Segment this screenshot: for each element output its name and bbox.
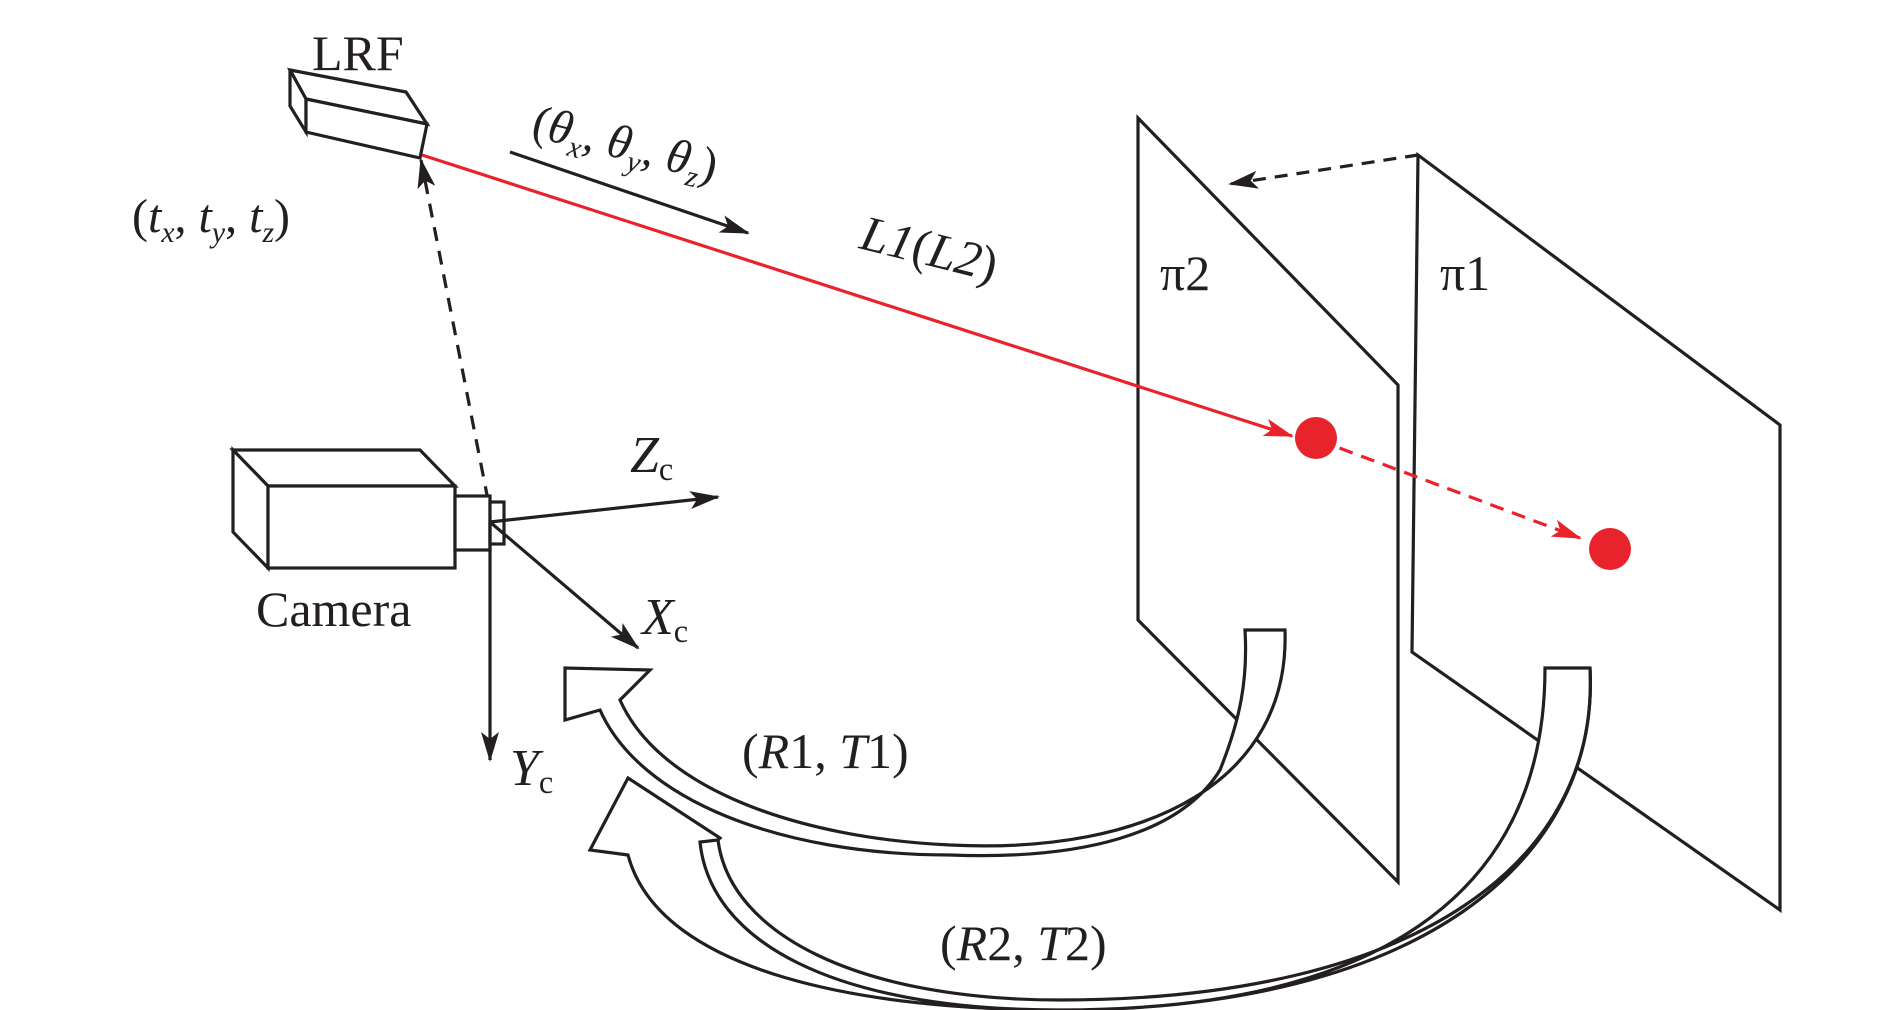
laser-spot-pi2: [1295, 417, 1337, 459]
laser-line-label: L1(L2): [854, 204, 1003, 292]
transform-arrow-rt1: [563, 628, 1287, 858]
lrf-device: [286, 67, 431, 160]
rotation-arrow: [509, 150, 750, 235]
rt1-label: (R1, T1): [742, 723, 909, 779]
xc-label: Xc: [640, 589, 688, 649]
rotation-label: (θx, θy, θz): [526, 95, 723, 198]
camera-device: [229, 446, 506, 572]
plane-shift-arrow: [1228, 153, 1419, 189]
plane-pi1-label: π1: [1440, 245, 1490, 301]
zc-label: Zc: [630, 427, 673, 487]
lrf-label: LRF: [312, 25, 404, 81]
translation-label: (tx, ty, tz): [132, 190, 290, 249]
laser-ray-l2: [1317, 438, 1582, 540]
laser-spot-pi1: [1589, 528, 1631, 570]
yc-label: Yc: [510, 740, 553, 800]
transform-arrow-rt2: [587, 666, 1592, 1010]
axis-xc: [488, 520, 640, 650]
plane-pi2: [1136, 114, 1400, 886]
laser-ray-l1: [421, 153, 1294, 438]
transform-arrow-rt2-inner: [716, 667, 1592, 1002]
rt2-label: (R2, T2): [940, 915, 1107, 971]
camera-label: Camera: [256, 581, 411, 637]
plane-pi1: [1410, 151, 1782, 914]
plane-pi2-label: π2: [1160, 245, 1210, 301]
extrinsic-translation-arrow: [417, 158, 490, 501]
axis-zc: [489, 491, 720, 524]
